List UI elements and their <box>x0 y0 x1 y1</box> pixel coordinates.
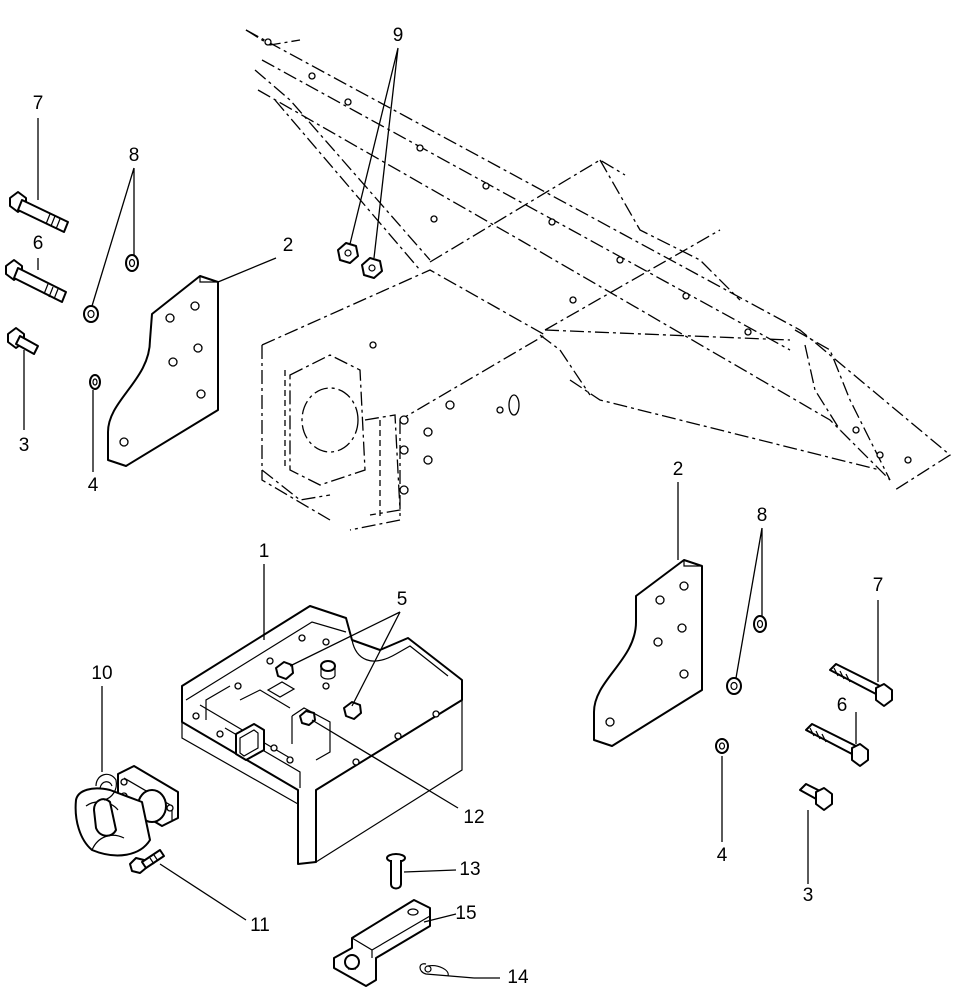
callout-7-left: 7 <box>33 93 44 114</box>
callout-8-right: 8 <box>757 505 768 526</box>
callout-1: 1 <box>259 541 270 562</box>
washer-8-left <box>83 254 139 323</box>
pintle-hook-10 <box>74 765 179 857</box>
callout-10: 10 <box>91 663 112 684</box>
washer-4-right <box>715 738 729 754</box>
bolt-11 <box>129 849 165 874</box>
callout-11: 11 <box>250 915 270 936</box>
callout-13: 13 <box>459 859 480 880</box>
bolt-7-left <box>9 191 69 233</box>
callout-6-right: 6 <box>837 695 848 716</box>
plate-2-right <box>593 559 703 747</box>
bolt-6-right <box>805 723 869 767</box>
bolt-7-right <box>829 663 893 707</box>
callout-2-left: 2 <box>283 235 294 256</box>
callout-6-left: 6 <box>33 233 44 254</box>
callout-2-right: 2 <box>673 459 684 480</box>
leader-lines <box>23 47 879 979</box>
callout-9: 9 <box>393 25 404 46</box>
drawbar-15 <box>333 899 431 987</box>
washer-4-left <box>89 374 101 390</box>
bolt-3-right <box>799 783 833 811</box>
callout-labels: 7 6 3 8 4 2 9 1 5 12 10 11 13 15 14 2 8 … <box>19 25 884 988</box>
callout-14: 14 <box>507 967 529 988</box>
bolt-3-left <box>7 327 39 355</box>
hitch-box-1 <box>181 605 463 865</box>
pin-13 <box>386 853 406 890</box>
callout-3-right: 3 <box>803 885 814 906</box>
callout-12: 12 <box>463 807 484 828</box>
plate-2-left <box>107 275 219 467</box>
washer-8-right <box>726 615 767 695</box>
callout-8-left: 8 <box>129 145 140 166</box>
frame-phantom <box>245 29 952 531</box>
callout-4-right: 4 <box>717 845 728 866</box>
nut-9-pair <box>337 242 383 279</box>
callout-15: 15 <box>455 903 476 924</box>
callout-7-right: 7 <box>873 575 884 596</box>
clip-14 <box>419 963 475 979</box>
bolt-6-left <box>5 259 67 303</box>
callout-5: 5 <box>397 589 408 610</box>
callout-4-left: 4 <box>88 475 99 496</box>
callout-3-left: 3 <box>19 435 30 456</box>
